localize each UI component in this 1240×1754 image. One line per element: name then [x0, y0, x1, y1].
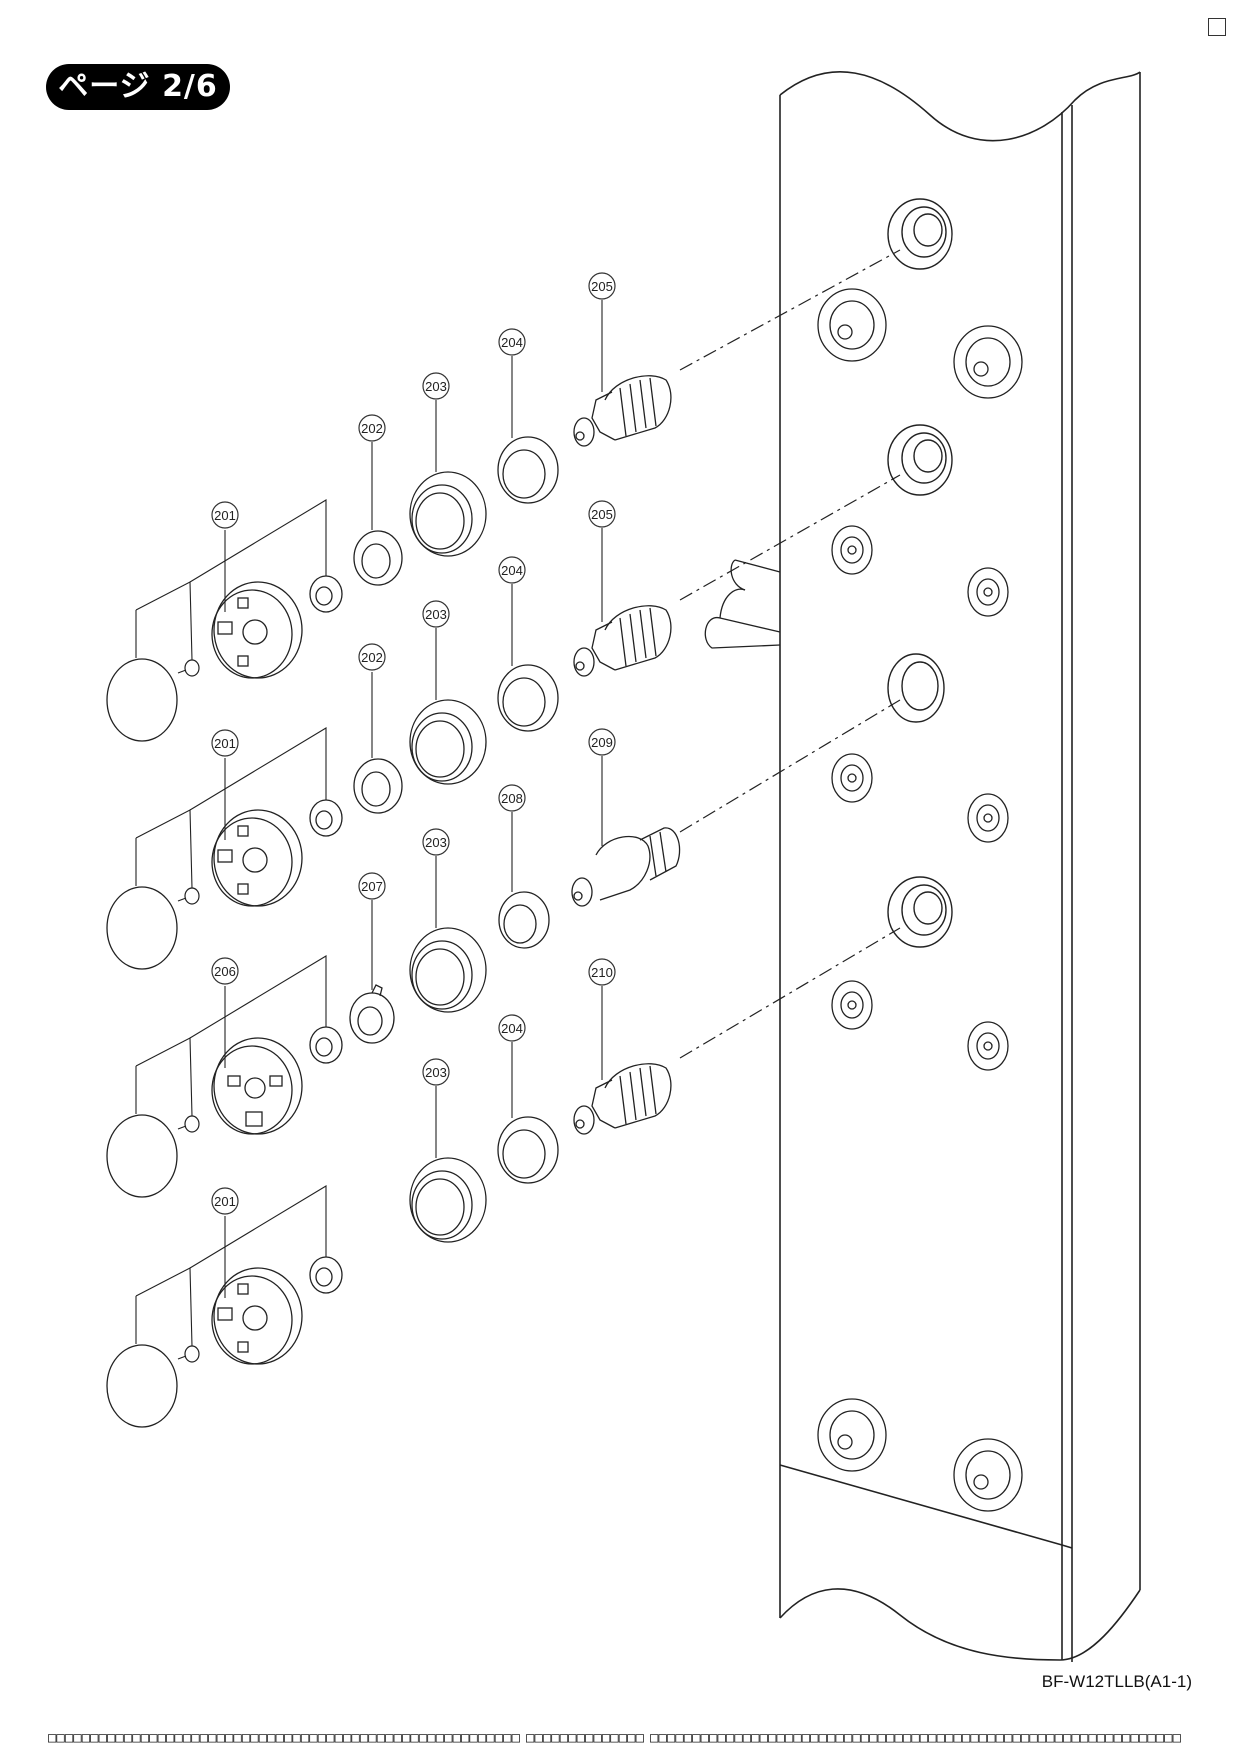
svg-text:210: 210	[591, 965, 613, 980]
ring-204-a	[497, 436, 559, 504]
callout-208: 208	[498, 784, 526, 812]
callout-206: 206	[211, 957, 239, 985]
svg-text:203: 203	[425, 1065, 447, 1080]
callout-201-b: 201	[211, 729, 239, 757]
svg-text:204: 204	[501, 563, 523, 578]
svg-text:204: 204	[501, 335, 523, 350]
callout-209: 209	[588, 728, 616, 756]
callout-205-b: 205	[588, 500, 616, 528]
svg-text:205: 205	[591, 279, 613, 294]
alignment-lines	[679, 249, 901, 1059]
svg-text:202: 202	[361, 650, 383, 665]
callout-204-a: 204	[498, 328, 526, 356]
page-number-badge: ページ 2/6	[46, 64, 230, 110]
escutcheon-203-d	[409, 1157, 487, 1243]
handle-206	[211, 1037, 303, 1135]
svg-text:203: 203	[425, 379, 447, 394]
shelf-bracket	[704, 559, 781, 649]
cartridge-205-upper	[573, 375, 672, 447]
svg-text:202: 202	[361, 421, 383, 436]
callout-207: 207	[358, 872, 386, 900]
svg-text:204: 204	[501, 1021, 523, 1036]
svg-text:201: 201	[214, 736, 236, 751]
callout-201-a: 201	[211, 501, 239, 529]
footer-right-text: □□□□□□□□□□□□□□□□□□□□□□□□□□□□□□□□□□□□□□□□…	[650, 1730, 1182, 1746]
handle-201-b	[211, 809, 303, 907]
cartridge-205-lower	[573, 605, 672, 677]
panel-port-1	[887, 198, 953, 270]
panel-port-4	[887, 876, 953, 948]
ring-204-b	[497, 664, 559, 732]
svg-text:209: 209	[591, 735, 613, 750]
svg-text:201: 201	[214, 508, 236, 523]
ring-204-c	[497, 1116, 559, 1184]
callout-203-a: 203	[422, 372, 450, 400]
shower-panel	[779, 71, 1141, 1662]
footer-left-text: □□□□□□□□□□□□□□□□□□□□□□□□□□□□□□□□□□□□□□□□…	[48, 1730, 521, 1746]
svg-text:205: 205	[591, 507, 613, 522]
screws	[177, 659, 200, 1363]
panel-jets	[817, 288, 1023, 1512]
handle-201-a	[211, 581, 303, 679]
stopper-202-a	[353, 530, 403, 586]
svg-text:208: 208	[501, 791, 523, 806]
callout-202-a: 202	[358, 414, 386, 442]
handle-201-c	[211, 1267, 303, 1365]
cartridge-209	[571, 827, 681, 907]
callout-204-b: 204	[498, 556, 526, 584]
footer-middle-text: □□□□□□□□□□□□□□	[526, 1730, 645, 1746]
callout-203-c: 203	[422, 828, 450, 856]
svg-text:203: 203	[425, 835, 447, 850]
footer-strip: □□□□□□□□□□□□□□□□□□□□□□□□□□□□□□□□□□□□□□□□…	[48, 1730, 1192, 1746]
leader-lines	[135, 300, 603, 1347]
panel-port-3	[887, 653, 945, 723]
svg-text:206: 206	[214, 964, 236, 979]
cartridge-210	[573, 1063, 672, 1135]
ring-208	[498, 891, 550, 949]
svg-text:203: 203	[425, 607, 447, 622]
callout-210: 210	[588, 958, 616, 986]
stopper-202-b	[353, 758, 403, 814]
escutcheon-203-b	[409, 699, 487, 785]
escutcheon-203-a	[409, 471, 487, 557]
corner-checkbox-mark	[1208, 18, 1226, 36]
callout-205-a: 205	[588, 272, 616, 300]
panel-port-2	[887, 424, 953, 496]
callout-203-b: 203	[422, 600, 450, 628]
model-code-label: BF-W12TLLB(A1-1)	[1041, 1672, 1192, 1691]
callout-201-c: 201	[211, 1187, 239, 1215]
svg-text:201: 201	[214, 1194, 236, 1209]
callout-202-b: 202	[358, 643, 386, 671]
svg-text:207: 207	[361, 879, 383, 894]
stopper-207	[349, 984, 395, 1044]
callout-203-d: 203	[422, 1058, 450, 1086]
caps	[106, 658, 178, 1428]
callout-204-c: 204	[498, 1014, 526, 1042]
escutcheon-203-c	[409, 927, 487, 1013]
